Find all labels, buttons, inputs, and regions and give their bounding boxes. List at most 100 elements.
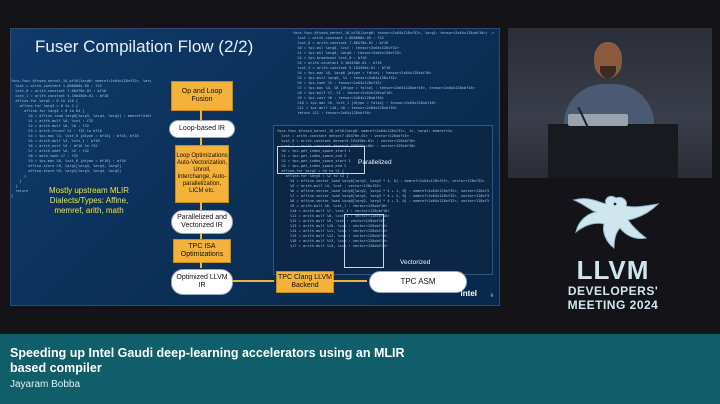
code-line: %11 = tpc.mulf %10, %8 : tensor<2x64x128… (293, 106, 397, 110)
code-line: func.func @fused_kernel_16_bf16(%arg0: t… (293, 31, 495, 35)
code-line: %16 = arith.mulf %13, %cst : vector<128x… (277, 239, 388, 243)
code-line: affine.store %9, %arg1[%arg3, %arg4, %ar… (11, 164, 122, 168)
code-line: %5 = arith.mulf %4, %cst_1 : bf16 (11, 139, 100, 143)
code-line: func.func @fused_kernel_16_bf16(%arg0: m… (277, 129, 453, 133)
code-line: %11 = arith.mulf %8, %cst_1 : vector<128… (277, 214, 390, 218)
lower-third-banner (0, 334, 720, 404)
llvm-dragon-logo (572, 195, 660, 250)
code-line: affine.for %arg3 = %2 to %3 { (277, 174, 349, 178)
event-logo-developers: DEVELOPERS' (567, 284, 659, 298)
code-line: %10 = tpc.mac %9, %cst_1 {dtype = false}… (293, 101, 436, 105)
tpc-isa-box: TPC ISA Optimizations (173, 239, 231, 263)
parallelized-label: Parallelized (358, 159, 392, 166)
code-line: } (11, 184, 18, 188)
code-listing-top: func.func @fused_kernel_16_bf16(%arg0: t… (293, 31, 497, 123)
code-line: %9 = arith.mulf %6, %cst_1 : vector<128x… (277, 204, 388, 208)
code-line: %6 = arith.extf %5 : bf16 to f32 (11, 144, 98, 148)
code-line: func.func @fused_kernel_16_bf16(%arg0: m… (11, 79, 151, 83)
code-line: %4 = tpc.mac %0, %arg0 {dtype = false} :… (293, 71, 432, 75)
code-line: %cst = arith.constant dense<7.00470e-01>… (277, 134, 409, 138)
event-logo: LLVM DEVELOPERS' MEETING 2024 (536, 256, 690, 312)
code-line: %8 = math.tanh %7 : f32 (11, 154, 79, 158)
optimized-llvm-ir-box: Optimized LLVM IR (171, 269, 233, 295)
code-line: %4 = tpc.mac %3, %cst_0 {dtype = bf16} :… (11, 134, 139, 138)
dialects-note: Mostly upstream MLIR Dialects/Types: Aff… (48, 186, 130, 215)
intel-logo: intel (460, 289, 477, 298)
code-line: %2 = arith.mulf %0, %0 : f32 (11, 124, 89, 128)
code-line: %cst_0 = arith.constant 7.00470e-01 : bf… (11, 89, 107, 93)
code-line: %7 = arith.addf %6, %2 : f32 (11, 149, 89, 153)
code-line: %8 = tpc.mulf %7, %3 : tensor<2x64x128xb… (293, 91, 393, 95)
slide-title: Fuser Compilation Flow (2/2) (35, 37, 254, 56)
highlight-parallelized (277, 146, 365, 174)
speaker-beard (600, 66, 616, 78)
laptop (568, 114, 628, 126)
code-line: affine.for %arg2 = 0 to 128 { (11, 99, 79, 103)
code-line: %7 = affine.vector_load %arg0[%arg2, %ar… (277, 194, 489, 198)
code-line: %cst_1 = arith.constant 5.160450e-01 : b… (11, 94, 109, 98)
parallelized-vectorized-ir-box: Parallelized and Vectorized IR (171, 210, 233, 234)
code-line: %2 = tpc.get_index_space_start 1 (277, 159, 351, 163)
flow-arrow (200, 233, 202, 239)
loop-ir-box: Loop-based IR (169, 120, 235, 138)
op-loop-fusion-box: Op and Loop Fusion (171, 81, 233, 111)
code-line: %cst_1 = arith.constant 5.164450e-01 : b… (293, 66, 391, 70)
code-line: %10 = arith.mulf %7, %cst_1 : vector<128… (277, 209, 390, 213)
code-line: %1 = tpc.mul %arg0, %arg0 : tensor<2x64x… (293, 51, 402, 55)
loop-optimizations-box: Loop Optimizations Auto-Vectorization, U… (175, 145, 229, 203)
code-line: %4 = affine.vector_load %arg0[%arg2, %ar… (277, 179, 485, 183)
speaker-name: Jayaram Bobba (10, 379, 81, 390)
code-line: %3 = arith.constant 5.164450e-01 : bf16 (293, 61, 382, 65)
code-line: %1 = arith.mulf %0, %cst : f32 (11, 119, 94, 123)
code-line: } (11, 194, 14, 198)
code-line: %1 = tpc.get_index_space_end 2 (277, 154, 347, 158)
code-panel-vectorized: func.func @fused_kernel_16_bf16(%arg0: m… (273, 125, 493, 275)
talk-title: Speeding up Intel Gaudi deep-learning ac… (10, 346, 405, 375)
code-line: %12 = arith.mulf %9, %cst : vector<128xb… (277, 219, 386, 223)
code-line: %cst = arith.constant 1.000000e-05 : f32 (11, 84, 102, 88)
code-line: %6 = tpc.tanh %5 : tensor<2x64x128xf32> (293, 81, 382, 85)
flow-arrow (200, 137, 202, 145)
code-line: return %11 : tensor<2x64x128xbf16> (293, 111, 371, 115)
code-listing-panel: func.func @fused_kernel_16_bf16(%arg0: m… (277, 129, 489, 271)
code-line: %13 = arith.mulf %10, %cst : vector<128x… (277, 224, 388, 228)
code-line: %9 = tpc.mac %8, %cst_0 {dtype = bf16} :… (11, 159, 126, 163)
tpc-clang-box: TPC Clang LLVM Backend (276, 271, 334, 293)
speaker-camera-feed (508, 28, 712, 178)
podium (548, 124, 678, 178)
tpc-asm-box: TPC ASM (369, 271, 467, 293)
event-logo-meeting: MEETING 2024 (567, 298, 659, 312)
code-line: %6 = affine.vector_load %arg0[%arg2, %ar… (277, 189, 489, 193)
code-line: %3 = arith.truncf %1 : f32 to bf16 (11, 129, 102, 133)
event-logo-llvm: LLVM (576, 255, 650, 285)
highlight-vectorized (344, 214, 384, 268)
code-line: affine.store %9, %arg1[%arg3, %arg4, %ar… (11, 169, 122, 173)
code-line: %7 = tpc.mac %4, %6 {dtype = false} : te… (293, 86, 475, 90)
code-line: affine.for %arg2 = %0 to %1 { (277, 169, 345, 173)
code-line: %2 = tpc.broadcast %cst_0 : bf16 (293, 56, 367, 60)
code-line: %0 = tpc.mul %arg0, %cst : tensor<2x64x1… (293, 46, 400, 50)
code-line: %15 = arith.mulf %12, %cst : vector<128x… (277, 234, 388, 238)
flow-arrow (333, 280, 367, 282)
code-line: %0 = tpc.get_index_space_start 1 (277, 149, 351, 153)
code-line: %cst = arith.constant 1.000000e-05 : f32 (293, 36, 384, 40)
code-line: affine.for %arg4 = 0 to 64 { (11, 109, 85, 113)
presentation-slide: Fuser Compilation Flow (2/2) func.func @… (10, 28, 500, 306)
code-line: affine.for %arg3 = 0 to 2 { (11, 104, 79, 108)
code-line: %cst_0 = arith.constant dense<5.164450e-… (277, 139, 416, 143)
code-line: %14 = arith.mulf %11, %cst : vector<128x… (277, 229, 388, 233)
code-line: } (11, 179, 22, 183)
code-line: return (11, 189, 29, 193)
flow-arrow (200, 262, 202, 268)
code-line: %9 = tpc.cast %8 : tensor<2x64x128xbf16> (293, 96, 384, 100)
code-line: %8 = affine.vector_load %arg0[%arg2, %ar… (277, 199, 489, 203)
flow-arrow (200, 110, 202, 120)
code-line: } (11, 174, 27, 178)
flow-arrow (232, 280, 274, 282)
code-line: %0 = affine.load %arg0[%arg3, %arg4, %ar… (28, 114, 151, 118)
code-line: %cst_0 = arith.constant 7.00470e-01 : bf… (293, 41, 389, 45)
code-listing-left: func.func @fused_kernel_16_bf16(%arg0: m… (11, 79, 151, 199)
code-line: %3 = tpc.get_index_space_end 2 (277, 164, 347, 168)
slide-page-number: 9 (490, 293, 493, 298)
code-line: %5 = tpc.mulf %arg0, %1 : tensor<2x64x12… (293, 76, 397, 80)
